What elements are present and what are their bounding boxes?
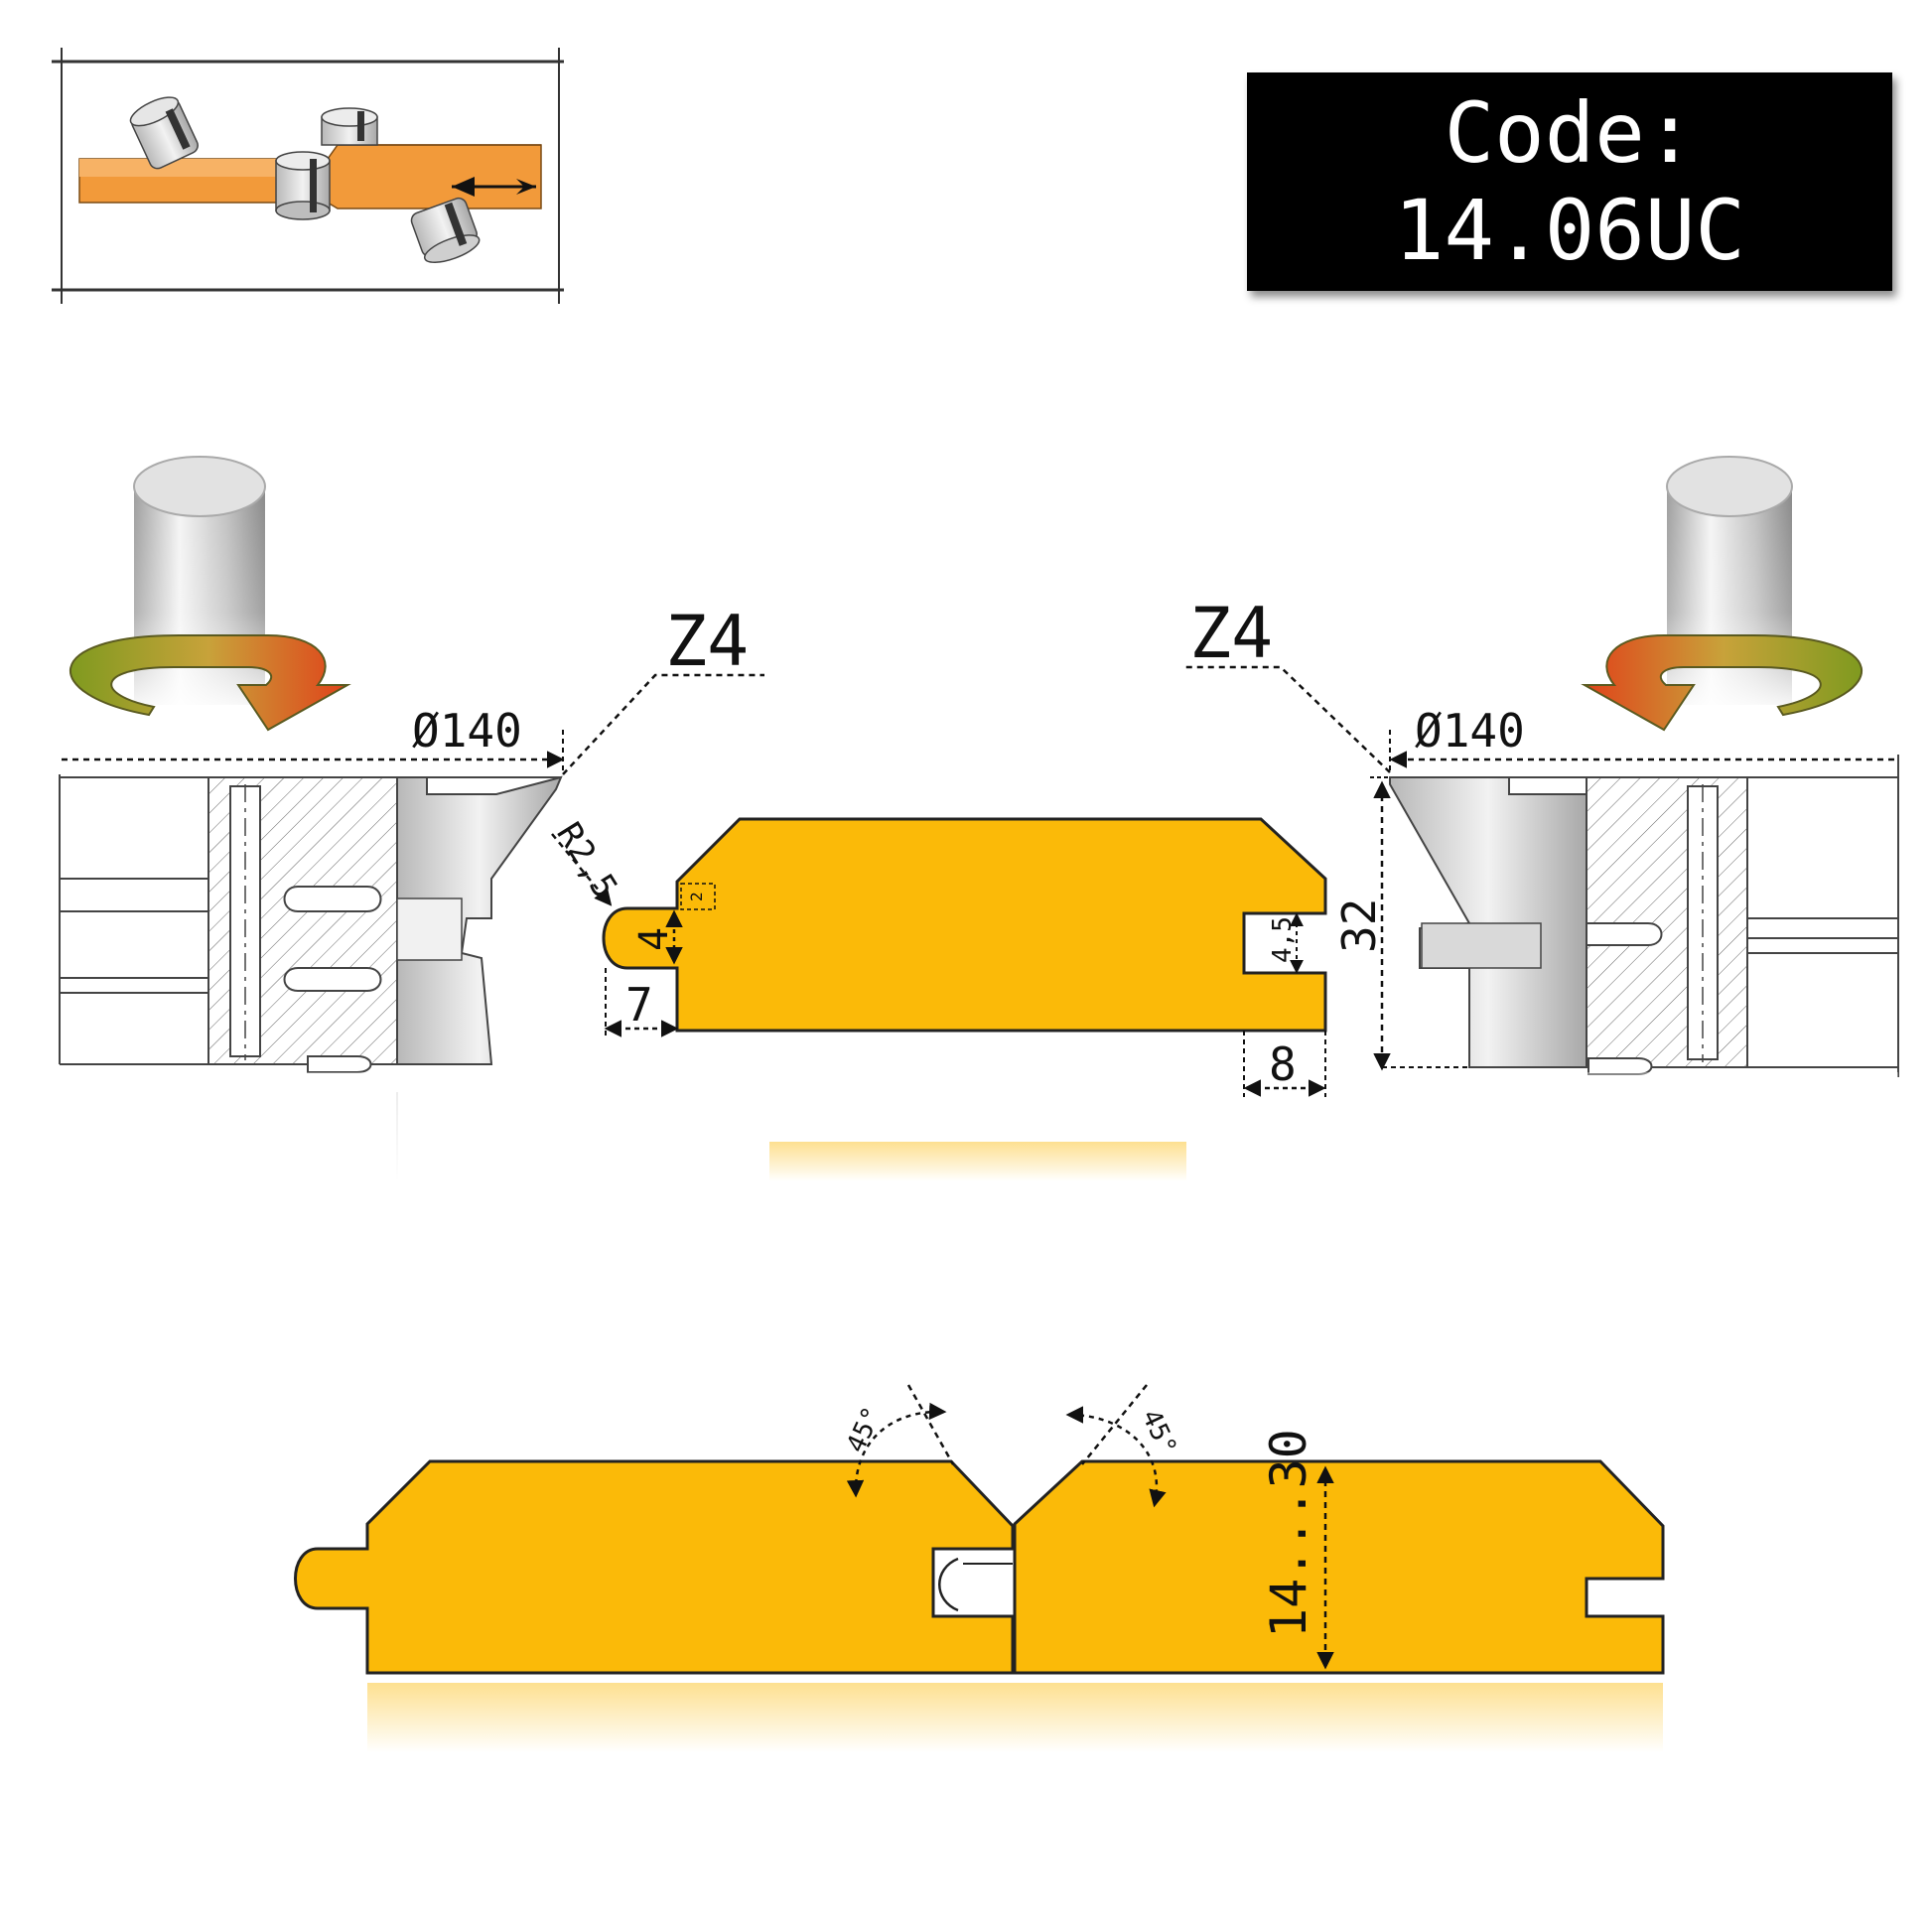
bevel-angle-left bbox=[846, 1384, 955, 1498]
groove-dimensions bbox=[1243, 912, 1326, 1097]
diameter-dimension-left bbox=[62, 730, 565, 774]
left-teeth-label: Z4 bbox=[665, 601, 749, 682]
groove-height-label: 4,5 bbox=[1268, 916, 1298, 963]
right-spindle-icon bbox=[1666, 456, 1793, 715]
cutter-head-2-icon bbox=[321, 107, 378, 146]
right-teeth-label: Z4 bbox=[1189, 593, 1273, 674]
tongue-height-label: 4 bbox=[631, 927, 677, 951]
feed-arrow-icon bbox=[452, 177, 536, 197]
cutting-height-dimension bbox=[1370, 776, 1469, 1071]
cutter-head-3-icon bbox=[275, 151, 331, 220]
board-profile bbox=[602, 817, 1327, 1181]
radius-label: R2,5 bbox=[548, 816, 624, 906]
left-tool-section bbox=[59, 774, 563, 1181]
code-value: 14.06UC bbox=[1393, 182, 1745, 279]
cutting-height-label: 32 bbox=[1332, 898, 1386, 953]
rotation-arrow-left-icon bbox=[69, 634, 351, 732]
board-thickness-label: 14...30 bbox=[1260, 1429, 1317, 1638]
z4-leaders bbox=[562, 665, 1391, 775]
left-spindle-icon bbox=[133, 456, 266, 715]
tongue-length-label: 7 bbox=[625, 978, 653, 1032]
bevel-right-label: 45° bbox=[1136, 1405, 1182, 1459]
tongue-offset-label: 2 bbox=[687, 892, 706, 901]
tongue-dimensions bbox=[551, 833, 716, 1037]
bevel-left-label: 45° bbox=[841, 1403, 888, 1457]
rotation-arrow-right-icon bbox=[1581, 634, 1863, 732]
cutter-head-1-icon bbox=[129, 96, 199, 170]
bevel-angle-right bbox=[1065, 1384, 1167, 1508]
groove-depth-label: 8 bbox=[1269, 1037, 1297, 1091]
diameter-dimension-right bbox=[1389, 730, 1894, 774]
product-code-box: Code: 14.06UC bbox=[1247, 72, 1892, 291]
assembled-boards bbox=[294, 1459, 1665, 1752]
code-label: Code: bbox=[1444, 84, 1696, 182]
left-diameter-label: Ø140 bbox=[412, 704, 522, 758]
machining-sketch bbox=[52, 48, 564, 304]
cutter-head-4-icon bbox=[410, 197, 481, 263]
right-tool-section bbox=[1389, 755, 1899, 1181]
right-diameter-label: Ø140 bbox=[1415, 704, 1525, 758]
